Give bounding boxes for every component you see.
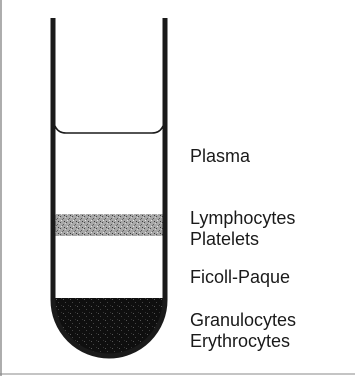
plasma-layer — [53, 132, 165, 214]
label-lymphocytes-platelets: Lymphocytes Platelets — [190, 208, 295, 250]
label-plasma-text: Plasma — [190, 146, 250, 167]
label-granulocytes-erythrocytes: Granulocytes Erythrocytes — [190, 310, 296, 352]
label-granulocytes-text: Granulocytes — [190, 310, 296, 331]
label-lymphocytes-text: Lymphocytes — [190, 208, 295, 229]
label-ficoll-text: Ficoll-Paque — [190, 267, 290, 288]
air-gap — [53, 0, 165, 132]
label-plasma: Plasma — [190, 146, 250, 167]
label-erythrocytes-text: Erythrocytes — [190, 331, 296, 352]
cell-band-layer — [55, 214, 163, 236]
label-platelets-text: Platelets — [190, 229, 295, 250]
ficoll-layer — [53, 236, 165, 298]
label-ficoll-paque: Ficoll-Paque — [190, 267, 290, 288]
